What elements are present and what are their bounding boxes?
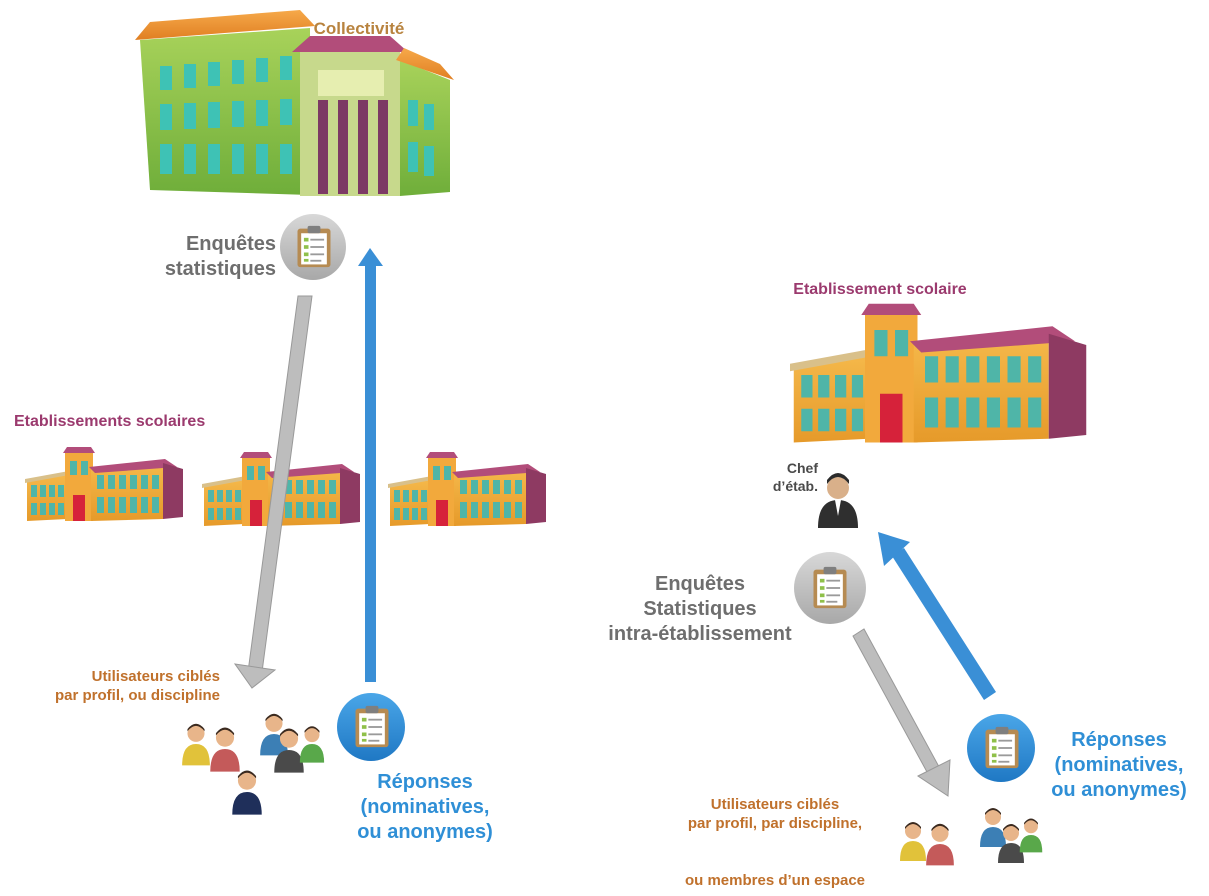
user-group-icon bbox=[182, 713, 325, 815]
right-responses-label: Réponses (nominatives, ou anonymes) bbox=[1051, 729, 1187, 801]
user-group-icon bbox=[900, 808, 1043, 866]
clipboard-icon bbox=[967, 714, 1035, 782]
clipboard-icon bbox=[794, 552, 866, 624]
response-arrow-right bbox=[878, 532, 996, 700]
response-arrow-left bbox=[358, 248, 383, 682]
right-users-label-line3: ou membres d’un espace bbox=[684, 872, 866, 889]
left-users-label: Utilisateurs ciblés par profil, ou disci… bbox=[54, 668, 220, 704]
school-building-icon bbox=[790, 303, 1087, 443]
request-arrow-left bbox=[233, 295, 313, 689]
request-arrow-right bbox=[852, 628, 951, 797]
principal-icon bbox=[818, 473, 858, 528]
school-building-icon bbox=[25, 447, 183, 521]
right-users-label: Utilisateurs ciblés par profil, par disc… bbox=[687, 796, 863, 832]
left-responses-label: Réponses (nominatives, ou anonymes) bbox=[357, 771, 493, 843]
clipboard-icon bbox=[337, 693, 405, 761]
schools-label: Etablissements scolaires bbox=[14, 413, 206, 430]
collectivite-title: Collectivité bbox=[313, 19, 405, 38]
school-title: Etablissement scolaire bbox=[793, 281, 967, 298]
school-building-icon bbox=[388, 452, 546, 526]
chef-label: Chef d’étab. bbox=[772, 460, 818, 494]
left-survey-label: Enquêtes statistiques bbox=[164, 233, 276, 280]
clipboard-icon bbox=[280, 214, 346, 280]
right-survey-label: Enquêtes Statistiques intra-établissemen… bbox=[608, 573, 792, 645]
city-hall-icon bbox=[135, 10, 454, 196]
